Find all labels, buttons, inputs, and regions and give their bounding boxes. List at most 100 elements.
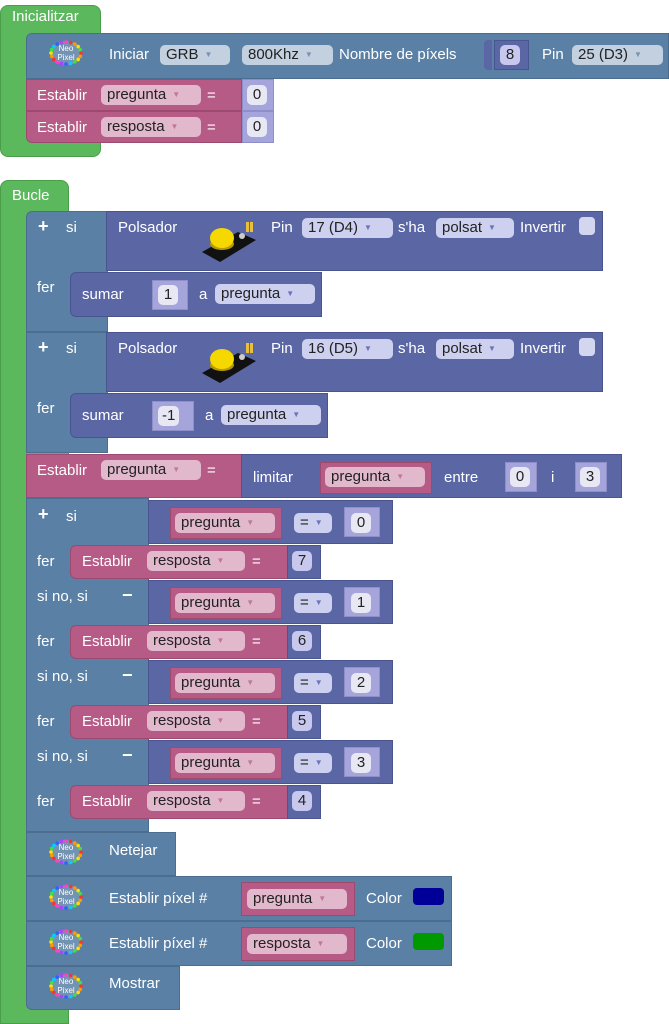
compare-value-input[interactable]: 0 (351, 513, 371, 533)
color-label: Color (366, 935, 402, 952)
clear-label: Netejar (109, 842, 158, 859)
neopixel-set-pixel-block[interactable] (26, 876, 452, 921)
sensor-label: Polsador (118, 219, 178, 236)
pixel-count-label: Nombre de píxels (339, 46, 457, 63)
pixel-count-socket (484, 40, 492, 70)
invert-label: Invertir (520, 340, 566, 357)
operator-dropdown[interactable]: =▼ (294, 513, 332, 533)
between-label: entre (444, 469, 479, 486)
iniciar-label: Iniciar (109, 46, 150, 63)
establir-label: Establir (82, 633, 133, 650)
do-label: fer (37, 400, 55, 417)
pin-dropdown[interactable]: 16 (D5)▼ (302, 339, 393, 359)
operator-dropdown[interactable]: =▼ (294, 593, 332, 613)
variable-dropdown[interactable]: pregunta▼ (101, 85, 201, 105)
svg-text:Pixel: Pixel (57, 942, 75, 951)
equals-label: = (207, 119, 216, 136)
minus-icon[interactable]: − (122, 665, 133, 685)
color-order-dropdown[interactable]: GRB▼ (160, 45, 230, 65)
compare-value-input[interactable]: 2 (351, 673, 371, 693)
variable-dropdown[interactable]: pregunta▼ (221, 405, 321, 425)
state-label: s'ha (398, 340, 426, 357)
high-input[interactable]: 3 (580, 467, 600, 487)
variable-dropdown[interactable]: pregunta▼ (175, 673, 275, 693)
invert-checkbox[interactable] (579, 217, 595, 235)
variable-dropdown[interactable]: pregunta▼ (325, 467, 425, 487)
and-label: i (551, 469, 555, 486)
set-value-input[interactable]: 4 (292, 791, 312, 811)
svg-text:Pixel: Pixel (57, 852, 75, 861)
establir-label: Establir (82, 793, 133, 810)
button-module-icon (202, 343, 256, 383)
compare-value-input[interactable]: 3 (351, 753, 371, 773)
variable-dropdown[interactable]: resposta▼ (101, 117, 201, 137)
variable-dropdown[interactable]: pregunta▼ (101, 460, 201, 480)
pin-dropdown[interactable]: 17 (D4)▼ (302, 218, 393, 238)
amount-input[interactable]: -1 (158, 406, 180, 426)
operator-dropdown[interactable]: =▼ (294, 753, 332, 773)
variable-dropdown[interactable]: pregunta▼ (175, 753, 275, 773)
condition-label: si no, si (37, 588, 88, 605)
loop-title: Bucle (12, 187, 50, 204)
increment-label: sumar (82, 407, 124, 424)
svg-text:Neo: Neo (59, 933, 74, 942)
equals-label: = (252, 793, 261, 810)
if-label: si (66, 340, 77, 357)
state-dropdown[interactable]: polsat▼ (436, 339, 514, 359)
pixel-count-input[interactable]: 8 (500, 45, 520, 65)
variable-dropdown[interactable]: resposta▼ (147, 791, 245, 811)
pin-dropdown[interactable]: 25 (D3)▼ (572, 45, 663, 65)
pin-label: Pin (271, 340, 293, 357)
operator-dropdown[interactable]: =▼ (294, 673, 332, 693)
do-label: fer (37, 279, 55, 296)
to-label: a (205, 407, 214, 424)
minus-icon[interactable]: − (122, 745, 133, 765)
variable-dropdown[interactable]: resposta▼ (147, 551, 245, 571)
do-label: fer (37, 633, 55, 650)
state-dropdown[interactable]: polsat▼ (436, 218, 514, 238)
compare-value-input[interactable]: 1 (351, 593, 371, 613)
variable-dropdown[interactable]: pregunta▼ (175, 593, 275, 613)
neopixel-set-pixel-block[interactable] (26, 921, 452, 966)
do-label: fer (37, 713, 55, 730)
variable-dropdown[interactable]: resposta▼ (147, 631, 245, 651)
equals-label: = (252, 553, 261, 570)
minus-icon[interactable]: − (122, 585, 133, 605)
svg-text:Pixel: Pixel (57, 897, 75, 906)
color-picker[interactable] (413, 933, 444, 950)
equals-label: = (252, 713, 261, 730)
do-label: fer (37, 553, 55, 570)
invert-checkbox[interactable] (579, 338, 595, 356)
set-value-input[interactable]: 7 (292, 551, 312, 571)
plus-icon[interactable]: + (38, 504, 49, 524)
set-value-input[interactable]: 5 (292, 711, 312, 731)
equals-label: = (207, 87, 216, 104)
plus-icon[interactable]: + (38, 216, 49, 236)
set-value-input[interactable]: 6 (292, 631, 312, 651)
variable-dropdown[interactable]: pregunta▼ (247, 889, 347, 909)
value-input[interactable]: 0 (247, 117, 267, 137)
low-input[interactable]: 0 (510, 467, 530, 487)
condition-label: si no, si (37, 668, 88, 685)
plus-icon[interactable]: + (38, 337, 49, 357)
pin-label: Pin (271, 219, 293, 236)
frequency-dropdown[interactable]: 800Khz▼ (242, 45, 333, 65)
variable-dropdown[interactable]: pregunta▼ (215, 284, 315, 304)
neopixel-init-block[interactable] (26, 33, 669, 79)
color-picker[interactable] (413, 888, 444, 905)
variable-dropdown[interactable]: resposta▼ (147, 711, 245, 731)
svg-text:Pixel: Pixel (57, 986, 75, 995)
state-label: s'ha (398, 219, 426, 236)
set-pixel-label: Establir píxel # (109, 935, 208, 952)
establir-label: Establir (37, 87, 88, 104)
variable-dropdown[interactable]: resposta▼ (247, 934, 347, 954)
amount-input[interactable]: 1 (158, 285, 178, 305)
init-title: Inicialitzar (12, 8, 79, 25)
variable-dropdown[interactable]: pregunta▼ (175, 513, 275, 533)
value-input[interactable]: 0 (247, 85, 267, 105)
